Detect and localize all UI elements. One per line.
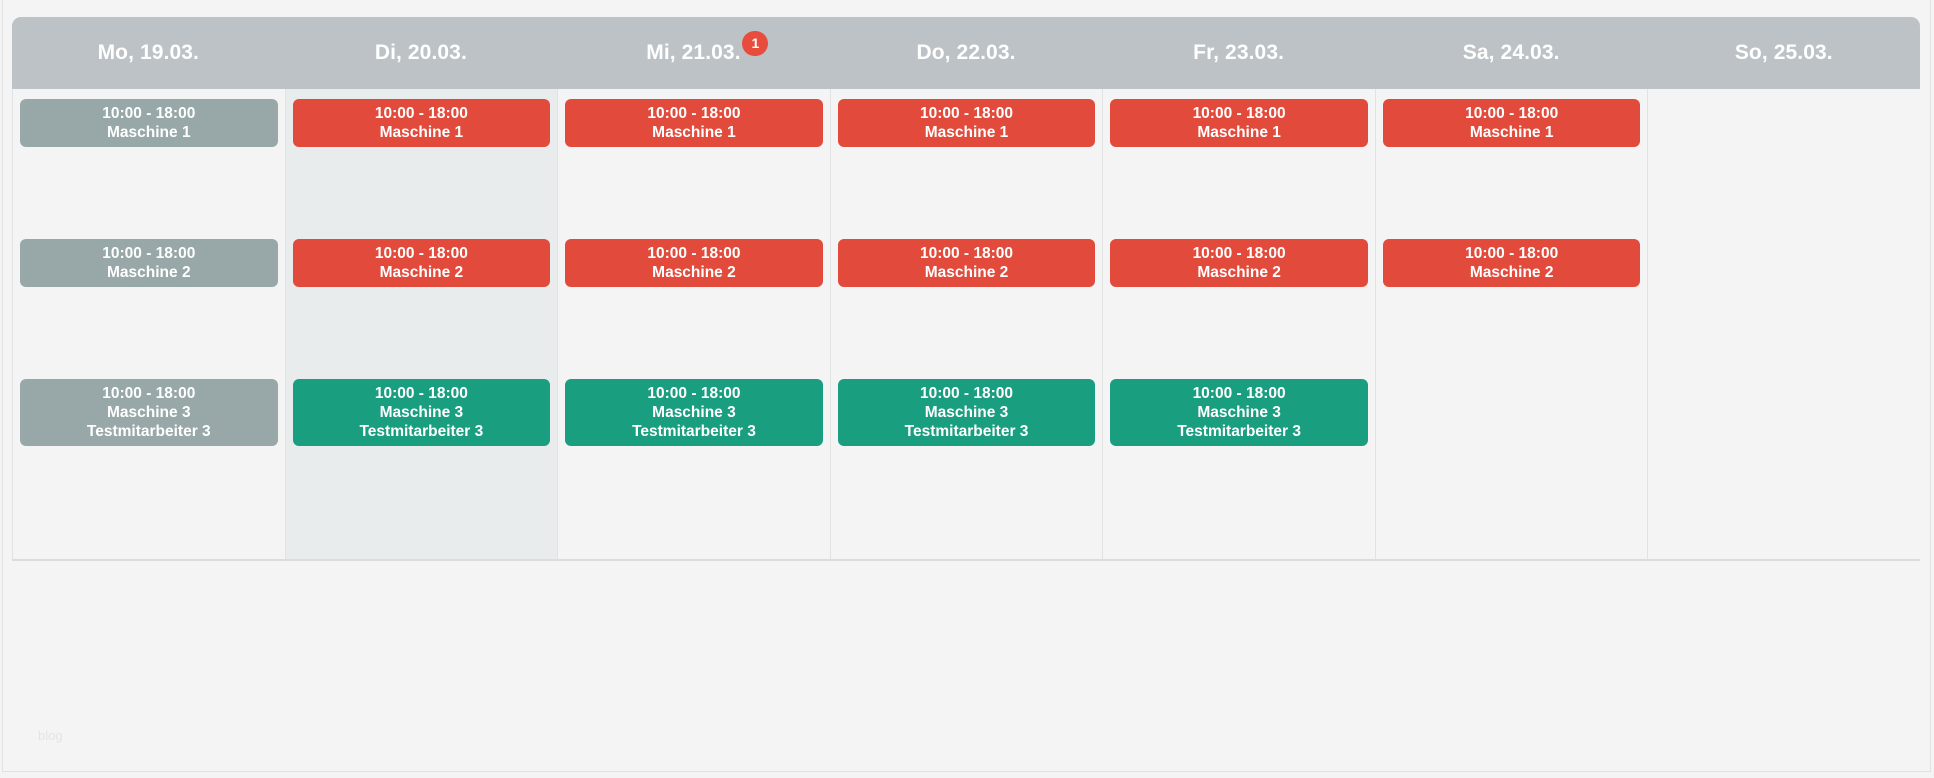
- event-title: Maschine 2: [379, 264, 464, 281]
- event-title: Maschine 1: [924, 124, 1009, 141]
- day-header-6[interactable]: Sa, 24.03.: [1375, 17, 1648, 89]
- day-column-7[interactable]: [1648, 89, 1921, 559]
- calendar-header-row: Mo, 19.03. Di, 20.03. Mi, 21.03.1 Do, 22.03…: [12, 17, 1920, 89]
- event-subtitle: Testmitarbeiter 3: [359, 423, 484, 440]
- day-header-4[interactable]: Do, 22.03.: [830, 17, 1103, 89]
- event-title: Maschine 1: [379, 124, 464, 141]
- event-title: Maschine 1: [652, 124, 736, 141]
- day-header-1[interactable]: Mo, 19.03.: [12, 17, 285, 89]
- event-subtitle: Testmitarbeiter 3: [1177, 423, 1301, 440]
- event-time: 10:00 - 18:00: [1465, 105, 1559, 122]
- event-subtitle: Testmitarbeiter 3: [86, 423, 211, 440]
- event-time: 10:00 - 18:00: [1192, 385, 1286, 402]
- event-time: 10:00 - 18:00: [647, 245, 741, 262]
- week-calendar: Mo, 19.03. Di, 20.03. Mi, 21.03.1 Do, 22.03…: [12, 17, 1921, 561]
- day-header-label: Fr, 23.03.: [1193, 41, 1285, 64]
- event-time: 10:00 - 18:00: [919, 105, 1014, 122]
- event-title: Maschine 2: [652, 264, 736, 281]
- day-header-label: Mi, 21.03.: [646, 41, 741, 64]
- event-title: Maschine 2: [1469, 264, 1554, 281]
- day-header-label: Di, 20.03.: [374, 41, 467, 64]
- blog-watermark: blog: [38, 728, 63, 743]
- event-time: 10:00 - 18:00: [374, 105, 468, 122]
- event-time: 10:00 - 18:00: [919, 385, 1014, 402]
- event-title: Maschine 2: [107, 264, 191, 281]
- event-title: Maschine 3: [379, 404, 464, 421]
- event-time: 10:00 - 18:00: [647, 385, 741, 402]
- event-time: 10:00 - 18:00: [102, 105, 196, 122]
- day-header-2[interactable]: Di, 20.03.: [285, 17, 558, 89]
- event-time: 10:00 - 18:00: [374, 385, 468, 402]
- event-title: Maschine 3: [1197, 404, 1281, 421]
- event-title: Maschine 3: [652, 404, 736, 421]
- event-title: Maschine 1: [1197, 124, 1281, 141]
- event-title: Maschine 1: [1469, 124, 1554, 141]
- day-header-7[interactable]: So, 25.03.: [1647, 17, 1920, 89]
- day-header-label: Sa, 24.03.: [1462, 41, 1560, 64]
- day-header-5[interactable]: Fr, 23.03.: [1102, 17, 1375, 89]
- event-title: Maschine 3: [107, 404, 191, 421]
- event-time: 10:00 - 18:00: [374, 245, 468, 262]
- day-header-3[interactable]: Mi, 21.03.1: [557, 17, 830, 89]
- event-title: Maschine 2: [1197, 264, 1281, 281]
- day-header-label: So, 25.03.: [1734, 41, 1833, 64]
- event-time: 10:00 - 18:00: [1192, 245, 1286, 262]
- event-time: 10:00 - 18:00: [102, 245, 196, 262]
- event-title: Maschine 1: [107, 124, 191, 141]
- event-time: 10:00 - 18:00: [102, 385, 196, 402]
- event-title: Maschine 3: [924, 404, 1009, 421]
- event-title: Maschine 2: [924, 264, 1009, 281]
- event-time: 10:00 - 18:00: [919, 245, 1014, 262]
- day-header-label: Do, 22.03.: [916, 41, 1016, 64]
- event-time: 10:00 - 18:00: [1465, 245, 1559, 262]
- day-badge[interactable]: 1: [742, 31, 769, 56]
- event-time: 10:00 - 18:00: [647, 105, 741, 122]
- event-subtitle: Testmitarbeiter 3: [632, 423, 756, 440]
- event-subtitle: Testmitarbeiter 3: [904, 423, 1029, 440]
- day-header-label: Mo, 19.03.: [97, 41, 199, 64]
- event-time: 10:00 - 18:00: [1192, 105, 1286, 122]
